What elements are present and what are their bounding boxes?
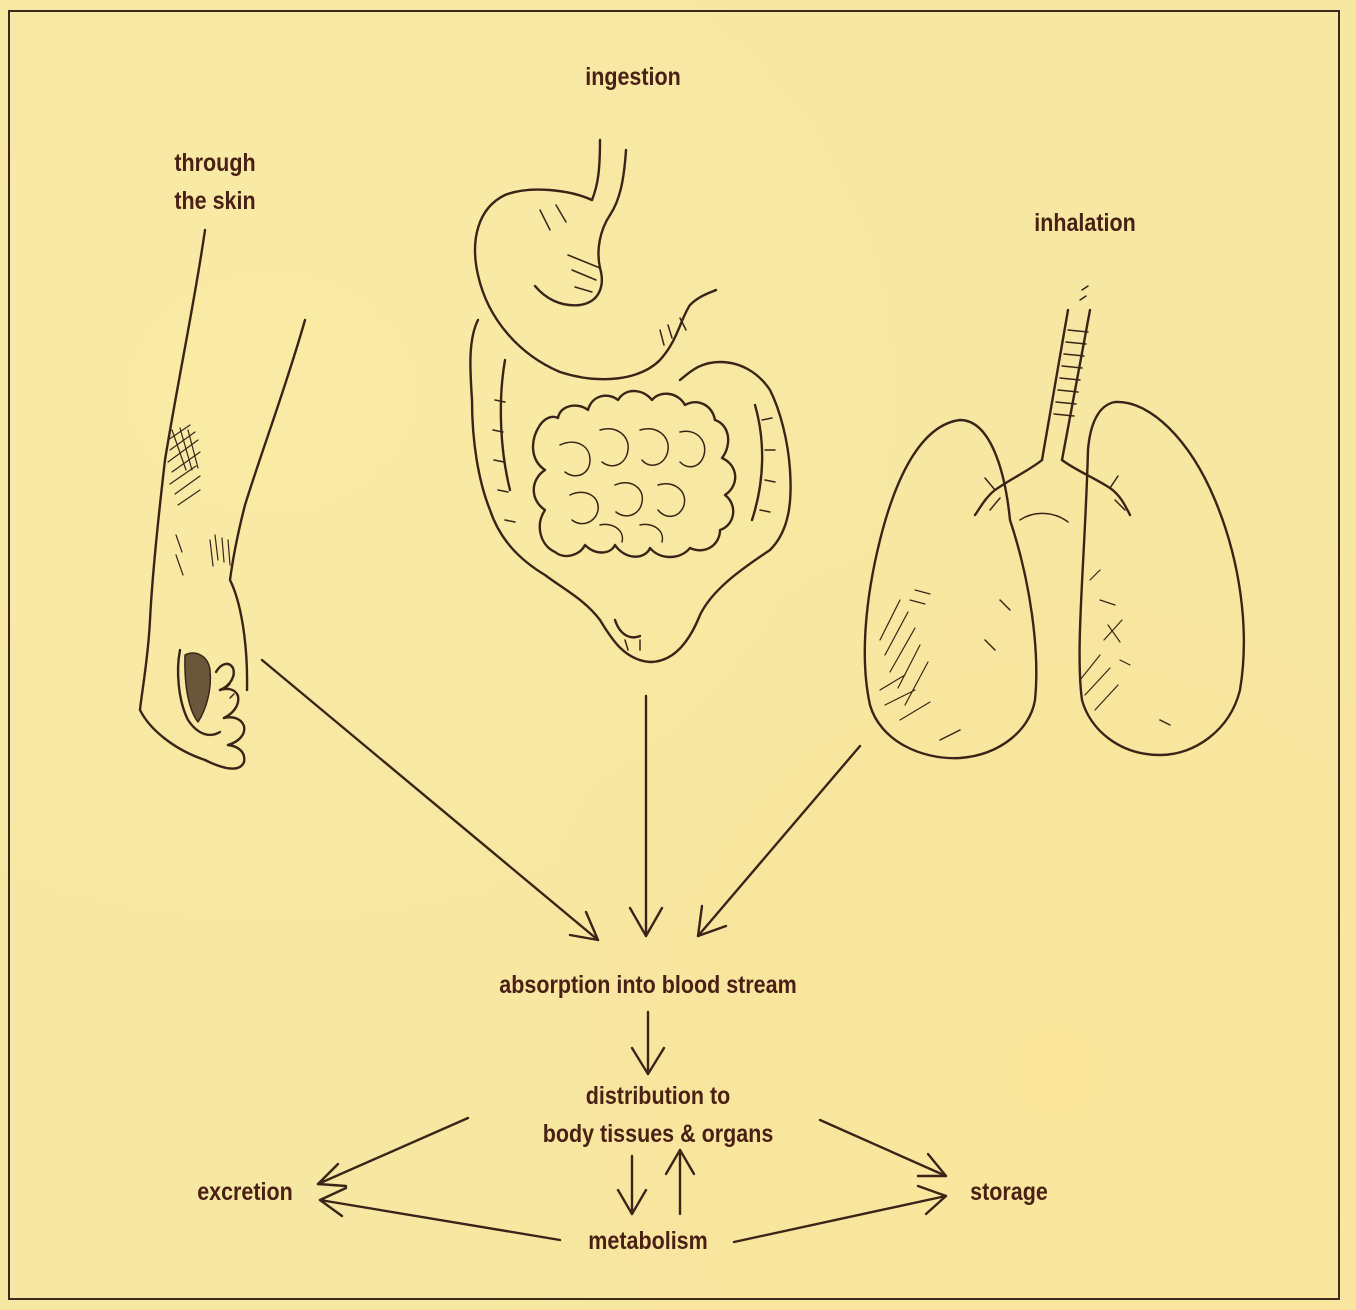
arrow-distribution-to-excretion bbox=[318, 1118, 468, 1184]
label-ingestion: ingestion bbox=[547, 58, 719, 96]
label-metabolism: metabolism bbox=[562, 1222, 734, 1260]
label-distribution: distribution to body tissues & organs bbox=[503, 1077, 813, 1153]
label-excretion: excretion bbox=[172, 1173, 318, 1211]
arrow-metabolism-to-excretion bbox=[320, 1200, 560, 1240]
label-inhalation: inhalation bbox=[1003, 204, 1166, 242]
arrows bbox=[262, 660, 946, 1242]
label-absorption: absorption into blood stream bbox=[442, 966, 855, 1004]
arrow-metabolism-to-storage bbox=[734, 1196, 946, 1242]
lungs-illustration bbox=[865, 286, 1244, 758]
hand-illustration bbox=[140, 230, 305, 769]
label-through-the-skin: through the skin bbox=[151, 144, 280, 220]
arrow-distribution-to-storage bbox=[820, 1120, 946, 1176]
digestive-tract-illustration bbox=[470, 140, 790, 662]
label-storage: storage bbox=[945, 1173, 1074, 1211]
arrow-skin-to-absorption bbox=[262, 660, 598, 940]
arrow-inhalation-to-absorption bbox=[698, 746, 860, 936]
